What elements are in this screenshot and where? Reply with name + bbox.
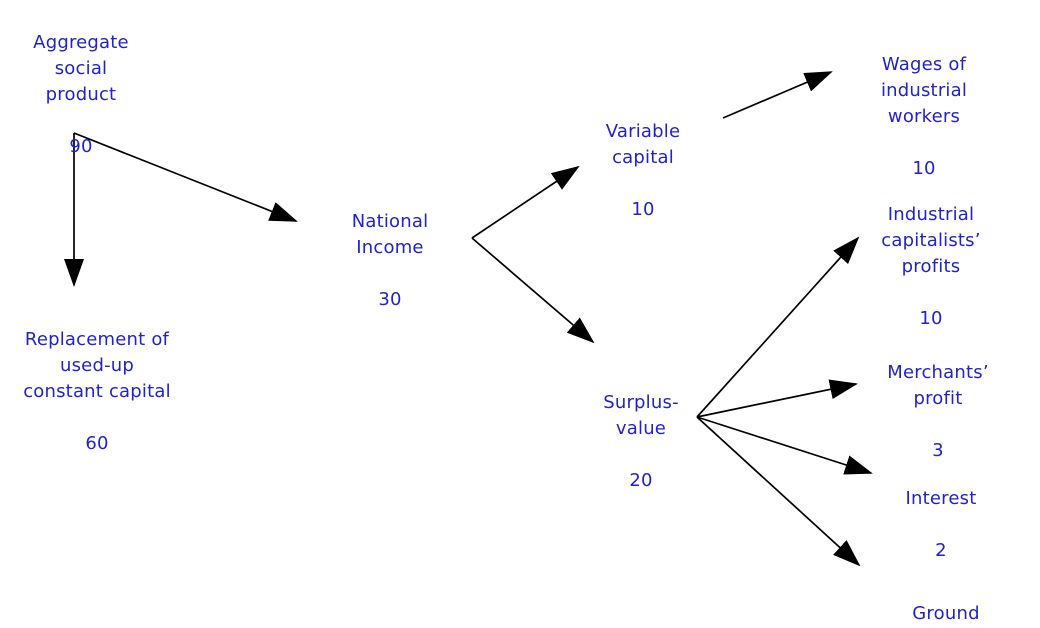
node-value: 20: [629, 470, 653, 491]
node-variable-capital: Variable capital 10: [606, 93, 680, 249]
node-ground-rent: Ground rent 5: [899, 575, 993, 628]
node-merchants-profit: Merchants’ profit 3: [887, 334, 989, 490]
node-label: Industrial capitalists’ profits: [881, 204, 981, 277]
node-label: Replacement of used-up constant capital: [23, 329, 171, 402]
node-aggregate-social-product: Aggregate social product 90: [33, 4, 129, 186]
node-label: Wages of industrial workers: [880, 54, 968, 127]
node-national-income: National Income 30: [352, 183, 429, 339]
node-value: 10: [919, 308, 943, 329]
edge-surplus_value-to-interest: [696, 416, 873, 475]
node-value: 2: [935, 540, 947, 561]
node-label: Merchants’ profit: [887, 362, 989, 409]
node-interest: Interest 2: [906, 460, 977, 590]
arrow-group: [64, 71, 873, 567]
node-label: Surplus- value: [603, 392, 679, 439]
node-wages-industrial-workers: Wages of industrial workers 10: [881, 26, 967, 208]
node-value: 60: [85, 433, 109, 454]
node-replacement-constant-capital: Replacement of used-up constant capital …: [23, 301, 171, 483]
node-value: 3: [932, 440, 944, 461]
node-label: Aggregate social product: [33, 32, 129, 105]
edge-national_income-to-surplus_value: [471, 237, 595, 344]
node-label: National Income: [351, 211, 429, 258]
node-surplus-value: Surplus- value 20: [603, 364, 679, 520]
edge-national_income-to-variable_capital: [471, 165, 580, 239]
edge-variable_capital-to-wages: [722, 71, 833, 119]
edge-surplus_value-to-industrial_profits: [696, 236, 860, 418]
node-label: Variable capital: [605, 121, 681, 168]
edge-aggregate-to-national_income: [73, 132, 298, 222]
node-value: 10: [631, 199, 655, 220]
node-industrial-capitalists-profits: Industrial capitalists’ profits 10: [881, 176, 980, 358]
edge-surplus_value-to-ground_rent: [696, 416, 861, 567]
node-value: 10: [912, 158, 936, 179]
node-label: Ground rent: [912, 603, 980, 624]
node-value: 30: [378, 289, 402, 310]
node-label: Interest: [905, 488, 977, 509]
node-value: 90: [69, 136, 93, 157]
edge-surplus_value-to-merchants_profit: [696, 379, 858, 418]
